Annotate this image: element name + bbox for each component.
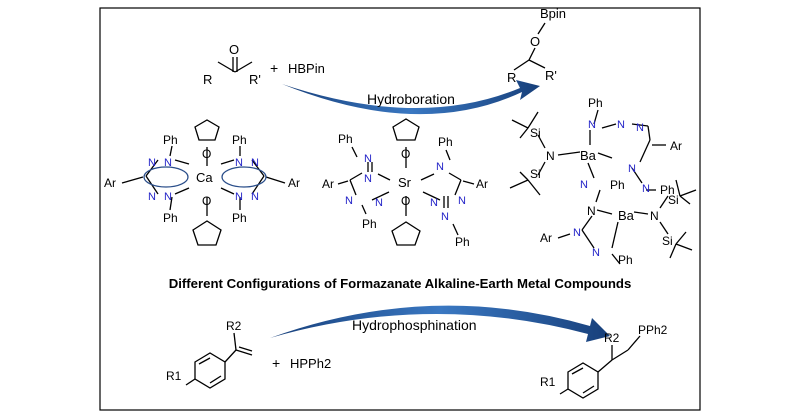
barium-n6: N	[642, 183, 650, 195]
phosphine-product	[559, 335, 641, 399]
calcium-n4: N	[164, 191, 172, 203]
calcium-n5: N	[235, 157, 243, 169]
strontium-ph-top-right: Ph	[438, 135, 453, 149]
strontium-n4: N	[375, 197, 383, 209]
strontium-oxygen-bottom: O	[401, 194, 410, 208]
calcium-ph-bottom-right: Ph	[232, 211, 247, 225]
strontium-n3: N	[345, 195, 353, 207]
barium-n1: N	[588, 119, 596, 131]
calcium-ph-top-right: Ph	[232, 133, 247, 147]
barium-si-lower-1: Si	[668, 193, 679, 207]
strontium-ph-top-left: Ph	[338, 132, 353, 146]
calcium-oxygen-top: O	[202, 147, 211, 161]
product-oxygen: O	[530, 34, 540, 49]
calcium-ph-top-left: Ph	[163, 133, 178, 147]
strontium-ar-left: Ar	[322, 177, 334, 191]
strontium-n7: N	[458, 195, 466, 207]
calcium-complex: Ph Ph O Ca O Ar Ar Ph Ph N N N N N N N N	[104, 119, 300, 246]
strontium-ph-bottom-right: Ph	[455, 235, 470, 249]
hydrophosphination-reaction: R2 R1 + HPPh2 Hydrophosphination R2 PPh2…	[166, 305, 668, 399]
hydroboration-reagent: HBPin	[288, 61, 325, 76]
barium-ph-top: Ph	[588, 96, 603, 110]
strontium-ar-right: Ar	[476, 177, 488, 191]
calcium-n2: N	[164, 157, 172, 169]
hydrophosphination-label: Hydrophosphination	[352, 317, 477, 333]
barium-metal-upper: Ba	[580, 148, 597, 163]
barium-n-lower: N	[650, 209, 659, 223]
barium-si-upper-2: Si	[530, 167, 541, 181]
barium-n-lower-ring: N	[587, 204, 596, 218]
barium-n3: N	[636, 122, 644, 134]
calcium-ar-left: Ar	[104, 176, 116, 190]
product-r2: R2	[604, 331, 620, 345]
barium-n5: N	[580, 179, 588, 191]
hydroboration-arrow	[282, 80, 540, 115]
barium-ph-bridge-left: Ph	[610, 178, 625, 192]
strontium-metal: Sr	[398, 175, 412, 190]
styrene-reactant	[185, 332, 253, 389]
barium-n2: N	[617, 119, 625, 131]
hydroboration-label: Hydroboration	[367, 91, 455, 107]
calcium-metal: Ca	[196, 170, 213, 185]
strontium-ph-bottom-left: Ph	[362, 217, 377, 231]
product-r1: R1	[540, 375, 556, 389]
calcium-n3: N	[148, 191, 156, 203]
barium-metal-lower: Ba	[618, 208, 635, 223]
strontium-n2: N	[364, 173, 372, 185]
strontium-n1: N	[364, 153, 372, 165]
hydrophosphination-arrow	[270, 305, 610, 342]
barium-n8: N	[573, 227, 581, 239]
hydrophosphination-reagent: HPPh2	[290, 356, 331, 371]
product-bpin: Bpin	[540, 6, 566, 21]
barium-n4: N	[628, 163, 636, 175]
styrene-r1: R1	[166, 369, 182, 383]
boronate-product	[513, 22, 546, 71]
calcium-ar-right: Ar	[288, 176, 300, 190]
styrene-r2: R2	[226, 319, 242, 333]
product-r: R	[507, 70, 516, 85]
ketone-reactant	[217, 57, 253, 73]
barium-ph-bridge-right: Ph	[660, 183, 675, 197]
product-pph2: PPh2	[638, 323, 668, 337]
barium-ar-top: Ar	[670, 139, 682, 153]
strontium-n5: N	[436, 161, 444, 173]
hydrophosphination-plus: +	[272, 355, 280, 371]
barium-complex: Ph Ar Ba Si N Si Ph Ph N Ba N Si Si Ar P…	[509, 96, 697, 267]
strontium-n8: N	[441, 211, 449, 223]
hydroboration-plus: +	[270, 60, 278, 76]
calcium-oxygen-bottom: O	[202, 194, 211, 208]
barium-n-upper: N	[546, 149, 555, 163]
strontium-n6: N	[430, 197, 438, 209]
ketone-oxygen: O	[229, 42, 239, 57]
calcium-n8: N	[251, 191, 259, 203]
barium-n7: N	[592, 247, 600, 259]
barium-ph-bottom: Ph	[618, 253, 633, 267]
barium-ar-bottom: Ar	[540, 231, 552, 245]
ketone-r-prime: R'	[249, 72, 261, 87]
strontium-oxygen-top: O	[401, 147, 410, 161]
scheme-title: Different Configurations of Formazanate …	[169, 276, 632, 291]
product-r-prime: R'	[545, 68, 557, 83]
calcium-n6: N	[251, 157, 259, 169]
barium-si-upper-1: Si	[530, 126, 541, 140]
scheme-frame	[99, 7, 701, 411]
calcium-n7: N	[235, 191, 243, 203]
calcium-n1: N	[148, 157, 156, 169]
hydroboration-reaction: O R R' + HBPin Hydroboration Bpin O R R'	[203, 6, 566, 115]
strontium-complex: Ph Ph O Sr O Ar Ar Ph Ph N N N N N N N N	[322, 118, 488, 249]
calcium-ph-bottom-left: Ph	[163, 211, 178, 225]
ketone-r: R	[203, 72, 212, 87]
barium-si-lower-2: Si	[662, 234, 673, 248]
